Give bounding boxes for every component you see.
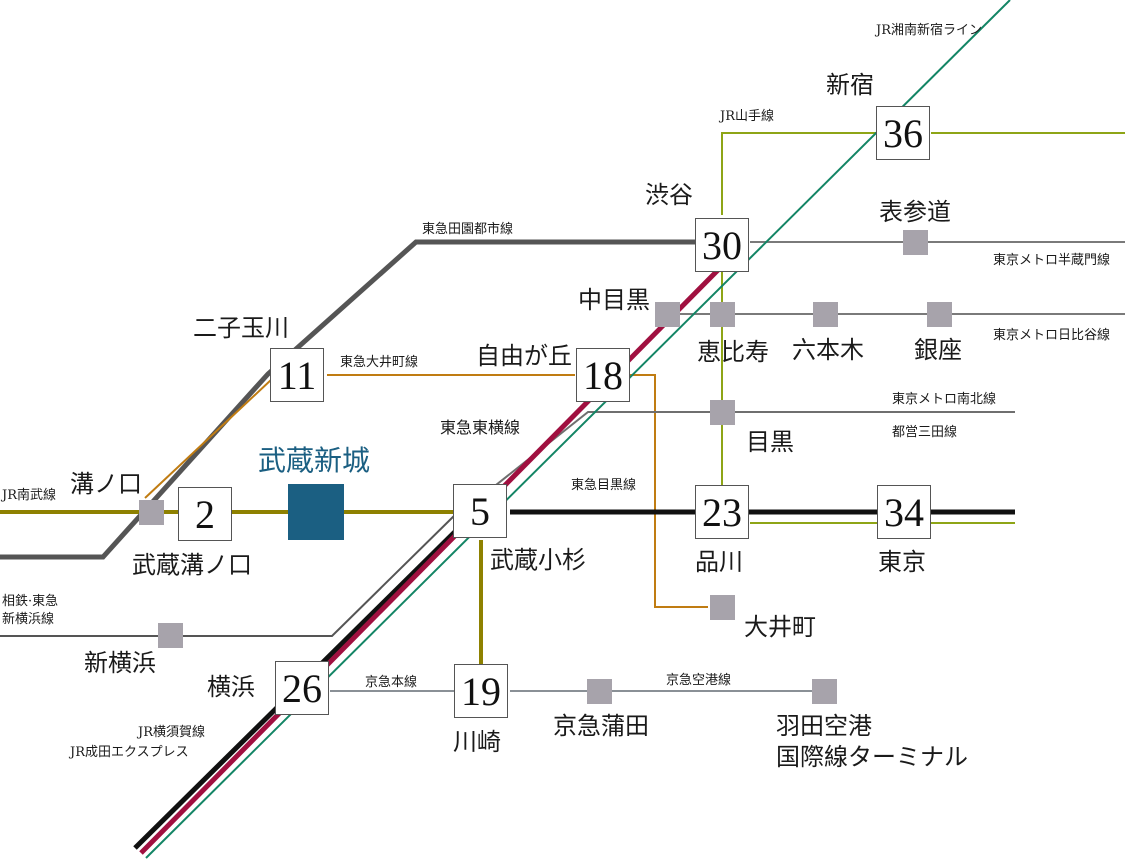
station-box-futako-tamagawa[interactable]: 11 <box>270 348 324 402</box>
travel-time: 36 <box>883 110 923 156</box>
station-marker-mizonokuchi[interactable] <box>139 500 164 525</box>
station-label-meguro: 目黒 <box>746 428 794 456</box>
station-label-keikyu-kamata: 京急蒲田 <box>553 712 649 740</box>
station-label-haneda-2: 国際線ターミナル <box>776 743 968 771</box>
station-label-haneda-1: 羽田空港 <box>776 712 872 740</box>
line-denentoshi <box>0 239 697 560</box>
station-label-musashi-mizonokuchi: 武蔵溝ノ口 <box>132 551 252 579</box>
station-marker-keikyu-kamata[interactable] <box>587 679 612 704</box>
station-box-musashi-mizonokuchi[interactable]: 2 <box>178 487 232 541</box>
line-label-sotetsu-1: 相鉄·東急 <box>2 594 59 609</box>
station-label-ebisu: 恵比寿 <box>697 338 769 366</box>
line-label-denentoshi: 東急田園都市線 <box>422 222 514 237</box>
station-marker-ginza[interactable] <box>927 302 952 327</box>
line-oimachi-south <box>630 374 708 608</box>
station-marker-shin-yokohama[interactable] <box>158 623 183 648</box>
travel-time: 18 <box>583 352 623 398</box>
station-label-tokyo: 東京 <box>878 548 926 576</box>
station-label-shibuya: 渋谷 <box>645 181 693 209</box>
station-marker-nakameguro[interactable] <box>655 302 680 327</box>
station-box-yokohama[interactable]: 26 <box>275 661 329 715</box>
station-label-roppongi: 六本木 <box>792 336 864 364</box>
station-marker-omotesando[interactable] <box>903 230 928 255</box>
line-shonan-shinjuku <box>145 0 1011 859</box>
line-label-hanzomon: 東京メトロ半蔵門線 <box>993 253 1111 268</box>
line-label-yamanote: JR山手線 <box>720 109 774 124</box>
line-meguro <box>461 411 1015 513</box>
travel-time: 34 <box>884 489 924 535</box>
travel-time: 2 <box>195 491 215 537</box>
line-label-hibiya: 東京メトロ日比谷線 <box>993 328 1111 343</box>
station-label-yokohama: 横浜 <box>207 673 255 701</box>
station-label-ginza: 銀座 <box>914 336 962 364</box>
station-marker-ebisu[interactable] <box>710 302 735 327</box>
line-label-yokosuka: JR横須賀線 <box>138 725 205 740</box>
station-box-shinjuku[interactable]: 36 <box>876 106 930 160</box>
line-label-sotetsu-2: 新横浜線 <box>2 612 55 627</box>
station-label-oimachi: 大井町 <box>744 613 816 641</box>
station-label-nakameguro: 中目黒 <box>578 286 650 314</box>
home-station-marker[interactable] <box>288 484 344 540</box>
line-yamanote <box>721 132 876 215</box>
station-box-jiyugaoka[interactable]: 18 <box>576 348 630 402</box>
line-label-meguro: 東急目黒線 <box>571 478 637 493</box>
station-marker-haneda[interactable] <box>812 679 837 704</box>
station-marker-meguro[interactable] <box>710 400 735 425</box>
travel-time: 23 <box>702 489 742 535</box>
travel-time: 5 <box>470 488 490 534</box>
line-label-mita: 都営三田線 <box>892 425 958 440</box>
line-label-oimachi: 東急大井町線 <box>340 355 419 370</box>
home-station-label: 武蔵新城 <box>258 444 371 477</box>
line-oimachi <box>144 378 273 499</box>
travel-time: 26 <box>282 665 322 711</box>
station-label-musashi-kosugi: 武蔵小杉 <box>490 546 586 574</box>
station-marker-oimachi[interactable] <box>710 595 735 620</box>
line-label-namboku: 東京メトロ南北線 <box>892 392 997 407</box>
station-label-omotesando: 表参道 <box>879 198 951 226</box>
station-label-shin-yokohama: 新横浜 <box>84 649 156 677</box>
station-box-musashi-kosugi[interactable]: 5 <box>453 484 507 538</box>
line-label-keikyu-main: 京急本線 <box>365 675 418 690</box>
line-label-toyoko: 東急東横線 <box>440 418 521 437</box>
line-sotetsu <box>0 511 459 637</box>
line-label-nambu: JR南武線 <box>2 488 56 503</box>
line-label-shonan-shinjuku: JR湘南新宿ライン <box>876 23 982 38</box>
station-label-kawasaki: 川崎 <box>453 728 501 756</box>
station-label-futako-tamagawa: 二子玉川 <box>193 314 289 342</box>
station-label-shinagawa: 品川 <box>695 548 743 576</box>
travel-time: 11 <box>277 352 317 398</box>
station-box-shibuya[interactable]: 30 <box>695 218 749 272</box>
line-label-nex: JR成田エクスプレス <box>70 745 189 760</box>
station-marker-roppongi[interactable] <box>813 302 838 327</box>
line-label-keikyu-airport: 京急空港線 <box>666 673 732 688</box>
station-box-shinagawa[interactable]: 23 <box>695 485 749 539</box>
station-label-shinjuku: 新宿 <box>826 71 874 99</box>
station-label-mizonokuchi: 溝ノ口 <box>70 470 142 498</box>
station-box-tokyo[interactable]: 34 <box>877 485 931 539</box>
travel-time: 30 <box>702 222 742 268</box>
station-box-kawasaki[interactable]: 19 <box>454 664 508 718</box>
station-label-jiyugaoka: 自由が丘 <box>476 342 572 370</box>
travel-time: 19 <box>461 668 501 714</box>
